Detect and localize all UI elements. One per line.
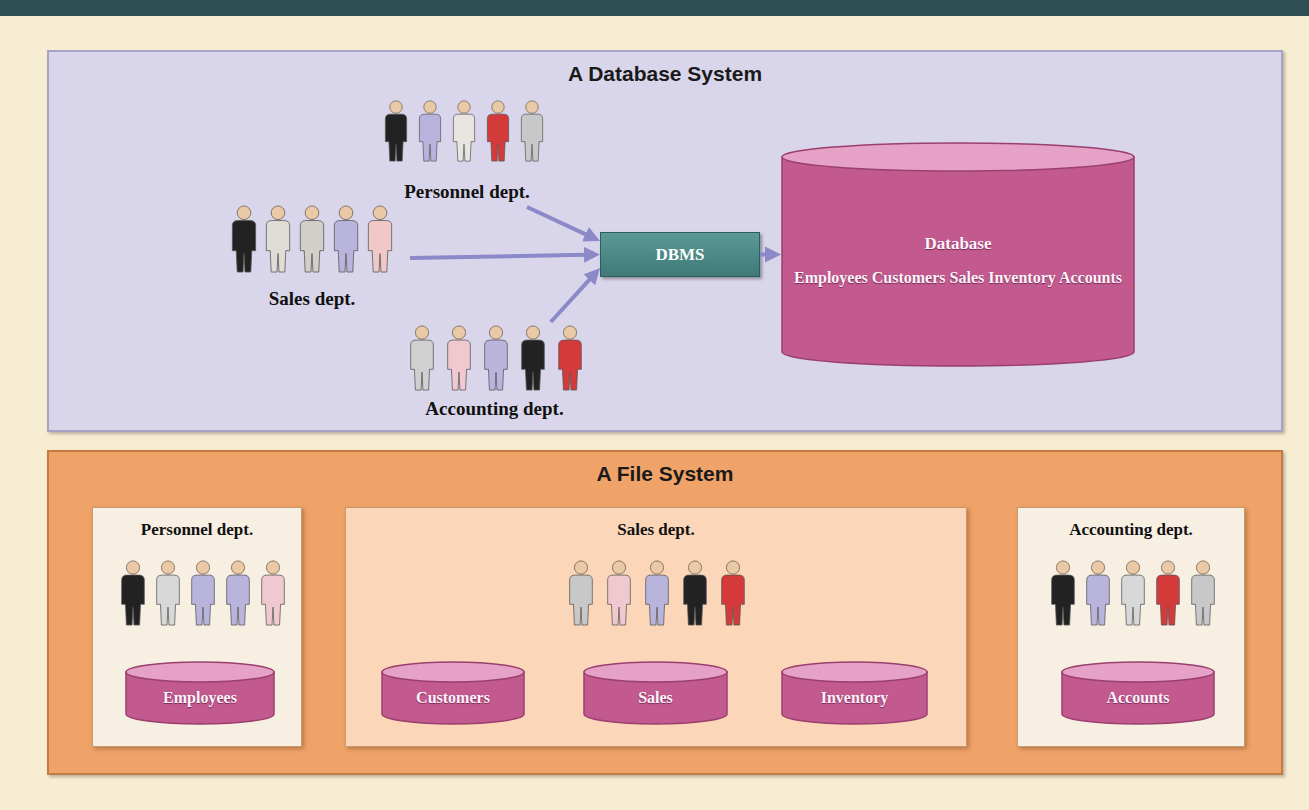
table-name: Accounts <box>1106 689 1169 707</box>
connector-arrow <box>527 207 587 235</box>
table-name: Employees Customers Sales Inventory Acco… <box>794 268 1122 289</box>
top-bar <box>0 0 1309 16</box>
table-name: Sales <box>638 689 673 707</box>
table-name: Inventory <box>821 689 889 707</box>
cylinder-outline <box>781 142 1135 367</box>
database-cylinder: Accounts <box>1061 661 1215 725</box>
dbms-label: DBMS <box>655 245 704 265</box>
department-group: Sales dept. <box>214 202 410 314</box>
department-label: Personnel dept. <box>404 181 530 203</box>
database-cylinder: Customers <box>381 661 525 725</box>
panel-title: A Database System <box>568 62 762 86</box>
department-box: Sales dept. Customers Sales Inventory <box>345 507 967 747</box>
people-group <box>122 561 285 625</box>
database-cylinder: Inventory <box>781 661 928 725</box>
department-box: Accounting dept. Accounts <box>1017 507 1245 747</box>
connector-arrow <box>410 255 586 258</box>
database-cylinder: DatabaseEmployees Customers Sales Invent… <box>781 142 1135 367</box>
department-group: Accounting dept. <box>382 322 607 424</box>
department-box: Personnel dept. Employees <box>92 507 302 747</box>
system-panel: A Database SystemPersonnel dept. Sales de… <box>47 50 1283 432</box>
department-label: Accounting dept. <box>425 398 563 420</box>
department-label: Accounting dept. <box>1069 520 1193 540</box>
people-group <box>1052 561 1215 625</box>
database-heading: Database <box>924 234 991 254</box>
panel-title: A File System <box>597 462 734 486</box>
cylinder-top <box>126 662 274 682</box>
cylinder-top <box>584 662 727 682</box>
dbms-box: DBMS <box>600 232 760 277</box>
database-cylinder: Sales <box>583 661 728 725</box>
department-label: Sales dept. <box>269 288 356 310</box>
cylinder-body <box>782 157 1134 366</box>
cylinder-top <box>1062 662 1214 682</box>
department-label: Personnel dept. <box>141 520 253 540</box>
department-label: Sales dept. <box>617 520 694 540</box>
cylinder-top <box>382 662 524 682</box>
people-group <box>385 101 542 161</box>
connector-arrow <box>551 278 591 322</box>
people-group <box>232 206 391 272</box>
table-name: Customers <box>416 689 490 707</box>
cylinder-top <box>782 662 927 682</box>
people-group <box>411 326 582 390</box>
department-group: Personnel dept. <box>367 97 567 207</box>
cylinder-top <box>782 143 1134 171</box>
system-panel: A File SystemPersonnel dept. Employees Sal… <box>47 450 1283 775</box>
database-cylinder: Employees <box>125 661 275 725</box>
people-group <box>570 561 745 625</box>
table-name: Employees <box>163 689 237 707</box>
connector-arrow <box>760 253 767 257</box>
